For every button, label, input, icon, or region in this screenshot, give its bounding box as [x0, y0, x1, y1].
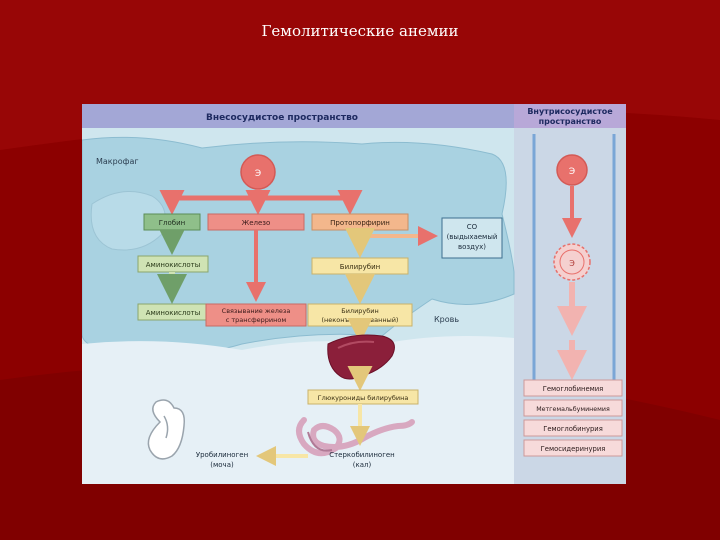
co-line1: СО	[467, 223, 478, 231]
ureter-shape	[163, 415, 169, 439]
hemosiderinuria-box	[523, 439, 623, 457]
arrow-to-protoporphyrin	[258, 190, 363, 215]
glucuronides-box	[307, 389, 419, 405]
urobilinogen-line1: Уробилиноген	[196, 451, 248, 459]
slide-title: Гемолитические анемии	[261, 22, 459, 40]
bilirubin-unconj-line2: (неконъюгированный)	[322, 316, 399, 324]
hemoglobinuria-box	[523, 419, 623, 437]
methemalbuminemia-box	[523, 399, 623, 417]
urobilinogen-line2: (моча)	[210, 461, 234, 469]
erythrocyte-lysed	[553, 243, 591, 281]
bilirubin-unconj-line1: Билирубин	[341, 307, 379, 315]
erythrocyte-label-3: Э	[569, 259, 575, 268]
intestine-shadow	[307, 431, 333, 452]
iron-binding-line1: Связывание железа	[222, 307, 291, 315]
erythrocyte-circle-2	[556, 154, 588, 186]
bilirubin-label: Билирубин	[340, 263, 380, 271]
co-box	[441, 217, 503, 259]
intravascular-header-line1: Внутрисосудистое	[527, 107, 613, 116]
amino-acids-label-1: Аминокислоты	[146, 261, 200, 269]
hemoglobinuria-label: Гемоглобинурия	[543, 425, 603, 433]
iron-binding-box	[205, 303, 307, 327]
intravascular-header-line2: пространство	[539, 117, 602, 126]
intravascular-header-band	[514, 104, 626, 128]
kidney-shape	[147, 399, 186, 460]
hemoglobinemia-box	[523, 379, 623, 397]
stercobilinogen-line2: (кал)	[353, 461, 372, 469]
liver-highlight	[337, 340, 375, 349]
glucuronides-label: Глюкурониды билирубина	[318, 394, 409, 402]
extravascular-header: Внесосудистое пространство	[206, 113, 358, 123]
methemalbuminemia-label: Метгемальбуминемия	[536, 405, 610, 413]
extravascular-header-band	[82, 104, 514, 128]
macrophage-label: Макрофаг	[96, 157, 139, 166]
hemoglobinemia-label: Гемоглобинемия	[543, 385, 604, 393]
intestine-shape	[296, 417, 415, 457]
iron-label: Железо	[242, 219, 271, 227]
erythrocyte-lysed-inner	[559, 249, 585, 275]
protoporphyrin-label: Протопорфирин	[330, 219, 390, 227]
co-line3: воздух)	[458, 243, 486, 251]
stercobilinogen-line1: Стеркобилиноген	[329, 451, 395, 459]
hemosiderinuria-label: Гемосидеринурия	[541, 445, 606, 453]
globin-label: Глобин	[159, 219, 185, 227]
blood-label: Кровь	[434, 315, 459, 324]
iron-binding-line2: с трансферрином	[226, 316, 287, 324]
erythrocyte-label: Э	[255, 169, 261, 179]
erythrocyte-label-2: Э	[569, 167, 575, 177]
hemolysis-diagram: Внесосудистое пространство Внутрисосудис…	[82, 104, 626, 484]
amino-acids-label-2: Аминокислоты	[146, 309, 200, 317]
co-line2: (выдыхаемый	[447, 233, 498, 241]
blood-area	[82, 336, 514, 484]
